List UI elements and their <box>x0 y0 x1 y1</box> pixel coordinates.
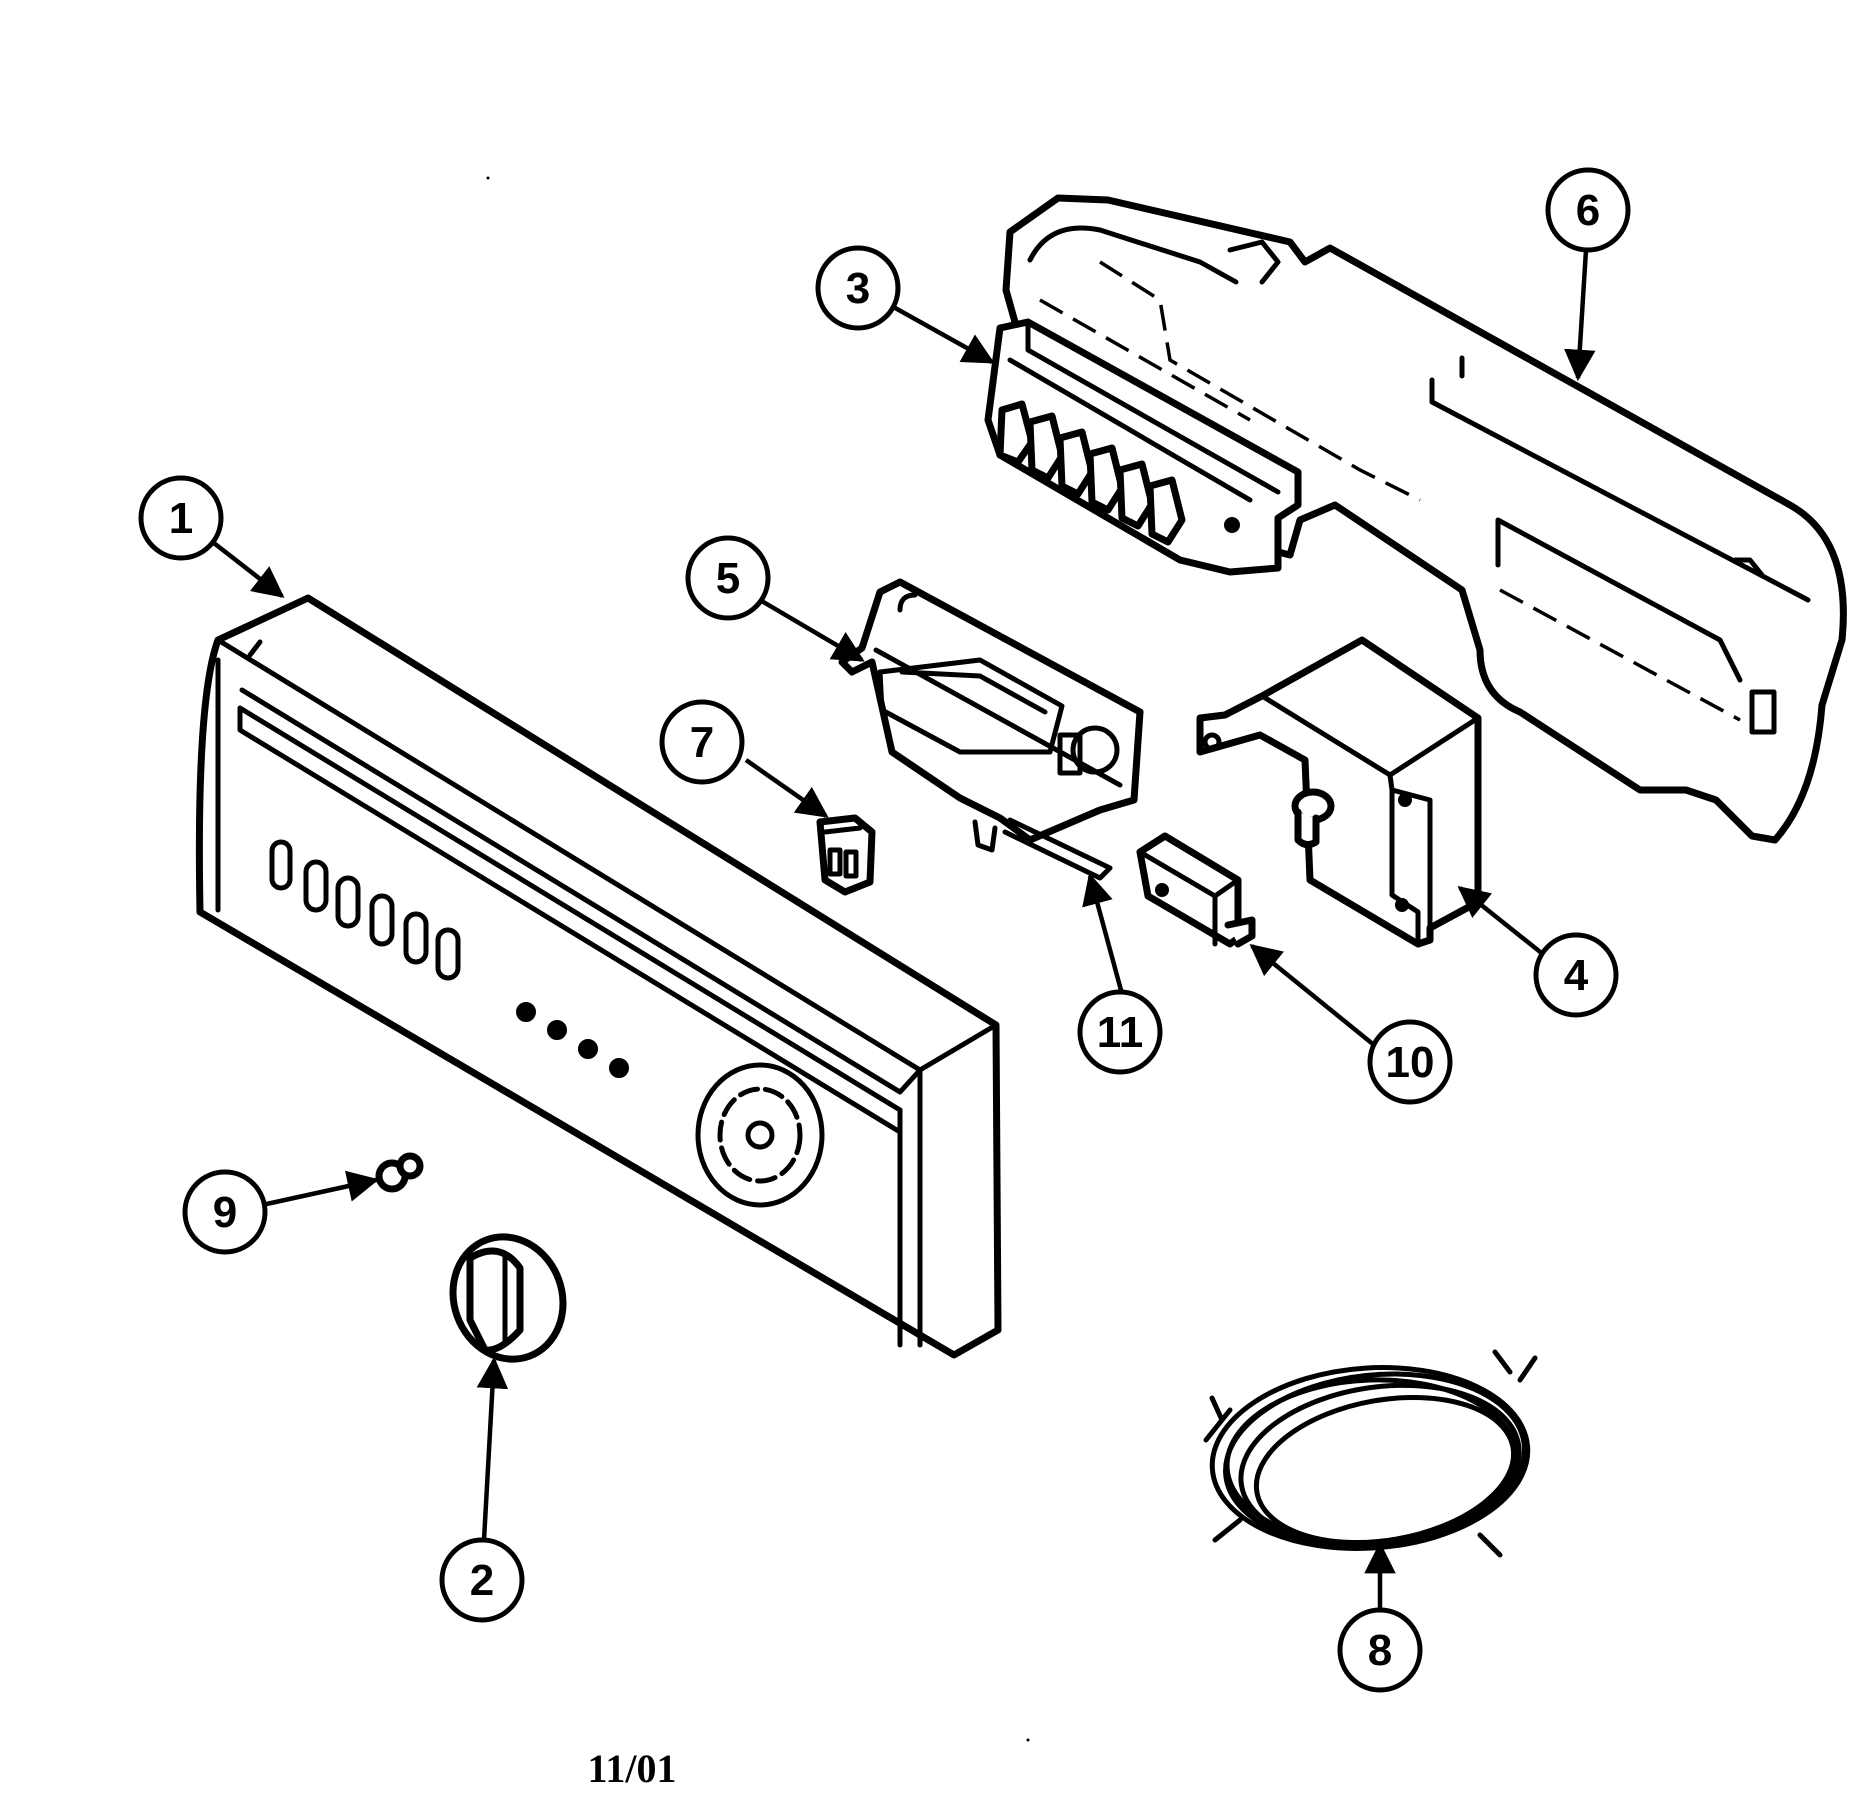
callout-7: 7 <box>659 699 745 785</box>
scan-speck <box>1026 1738 1030 1742</box>
callout-4: 4 <box>1533 932 1619 1018</box>
svg-text:8: 8 <box>1368 1626 1392 1675</box>
leader-lines <box>208 249 1596 1612</box>
svg-text:11: 11 <box>1097 1008 1144 1057</box>
part-4-timer <box>1196 636 1482 948</box>
callout-9: 9 <box>182 1169 268 1255</box>
svg-text:2: 2 <box>470 1556 494 1605</box>
svg-text:10: 10 <box>1386 1038 1435 1087</box>
part-7-small-switch <box>816 814 876 896</box>
callout-10: 10 <box>1367 1019 1453 1105</box>
part-9-indicator-lamp <box>375 1152 424 1193</box>
part-1-control-panel <box>195 594 1002 1359</box>
part-5-bracket <box>838 578 1144 881</box>
part-10-micro-switch <box>1136 832 1256 948</box>
svg-text:7: 7 <box>690 718 714 767</box>
callout-8: 8 <box>1337 1607 1423 1693</box>
svg-text:1: 1 <box>169 494 193 543</box>
part-8-wire-harness <box>1203 1349 1538 1558</box>
switch-buttons <box>996 400 1186 546</box>
callout-6: 6 <box>1545 167 1631 253</box>
svg-text:9: 9 <box>213 1188 237 1237</box>
part-6-rear-housing <box>1002 194 1847 844</box>
callout-1: 1 <box>138 475 224 561</box>
callout-2: 2 <box>439 1537 525 1623</box>
panel-knob-boss <box>695 1062 825 1208</box>
svg-text:5: 5 <box>716 554 740 603</box>
revision-date: 11/01 <box>588 1746 677 1791</box>
panel-button-slots <box>269 839 461 981</box>
part-2-knob <box>449 1233 567 1363</box>
panel-indicator-lights <box>516 1002 629 1078</box>
svg-text:4: 4 <box>1564 951 1589 1000</box>
callout-5: 5 <box>685 535 771 621</box>
svg-text:6: 6 <box>1576 186 1600 235</box>
part-3-push-button-switch <box>984 318 1302 576</box>
callout-3: 3 <box>815 245 901 331</box>
scan-speck <box>486 176 490 180</box>
callout-11: 11 <box>1077 989 1163 1075</box>
svg-text:3: 3 <box>846 264 870 313</box>
